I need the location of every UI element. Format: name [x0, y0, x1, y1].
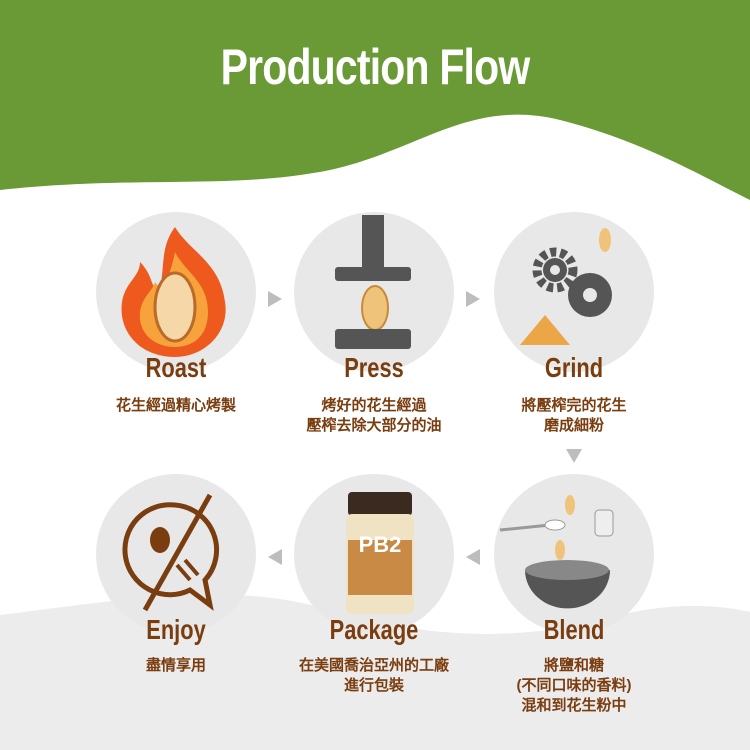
bowl-icon [499, 495, 614, 609]
arrow-right-icon [268, 291, 282, 307]
spoon-fork-icon [122, 493, 220, 612]
arrow-right-icon [466, 291, 480, 307]
arrow-down-icon [566, 449, 582, 463]
step-desc-enjoy: 盡情享用 [145, 657, 206, 674]
step-title-enjoy: Enjoy [146, 614, 206, 645]
fire-peanut-icon [121, 227, 226, 357]
jar-label: PB2 [359, 532, 402, 557]
step-title-roast: Roast [145, 352, 207, 383]
arrow-left-icon [268, 549, 282, 565]
page-title: Production Flow [220, 39, 531, 95]
step-desc-blend: 將鹽和糖(不同口味的香料)混和到花生粉中 [516, 657, 632, 714]
step-desc-grind: 將壓榨完的花生磨成細粉 [521, 397, 627, 434]
arrow-left-icon [466, 549, 480, 565]
gears-icon [520, 228, 612, 345]
step-title-blend: Blend [543, 614, 605, 645]
jar-icon: PB2 [346, 492, 414, 614]
step-title-grind: Grind [544, 352, 604, 383]
step-title-press: Press [344, 352, 404, 383]
step-desc-roast: 花生經過精心烤製 [115, 397, 236, 414]
step-desc-press: 烤好的花生經過壓榨去除大部分的油 [306, 397, 442, 434]
press-icon [335, 215, 411, 349]
step-title-package: Package [329, 614, 419, 645]
step-desc-package: 在美國喬治亞州的工廠進行包裝 [298, 657, 449, 694]
